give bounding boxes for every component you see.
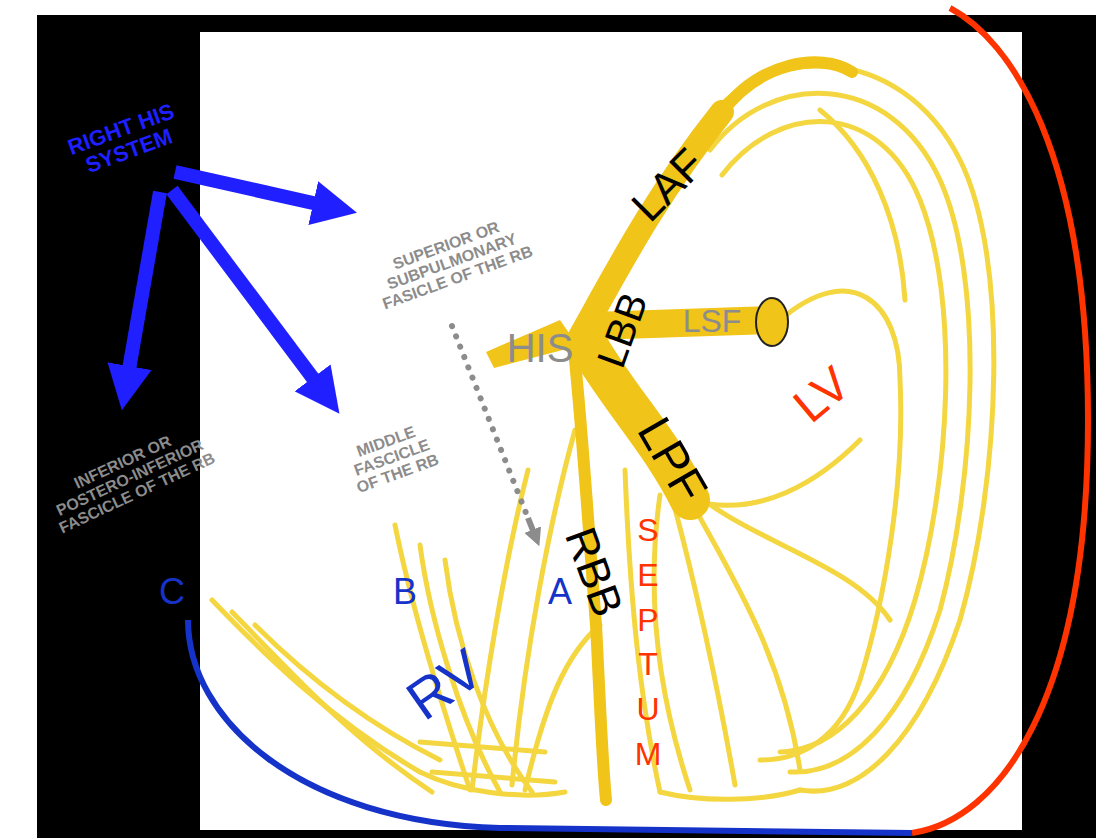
septum-label: SEPTUM	[632, 508, 664, 777]
fascicle-label: INFERIOR OR POSTERO-INFERIOR FASCICLE OF…	[33, 415, 226, 541]
bundle-label: LBB	[589, 287, 654, 372]
main-bundles	[486, 62, 852, 800]
bundle-label: LAF	[623, 140, 713, 230]
bundle-label: LPF	[628, 409, 716, 510]
fascicle-label: SUPERIOR OR SUBPULMONARY FASICLE OF THE …	[360, 208, 544, 316]
bundle-label: LSF	[683, 305, 742, 339]
rv-bracket	[188, 620, 912, 833]
black-frame	[37, 15, 1096, 838]
region-letter: B	[393, 573, 417, 611]
system-title: RIGHT HIS SYSTEM	[37, 89, 213, 191]
region-letter: A	[548, 573, 572, 611]
region-letter: C	[159, 573, 185, 611]
blue-arrows	[128, 172, 322, 385]
lv-bracket	[912, 8, 1088, 833]
chamber-label: LV	[785, 358, 860, 432]
chamber-label: RV	[397, 639, 494, 731]
fascicle-label: MIDDLE FASCICLE OF THE RB	[336, 417, 447, 499]
rv-fibers	[212, 430, 600, 795]
bundle-label: HIS	[507, 327, 574, 369]
white-panel	[200, 32, 1022, 830]
dotted-pointer-head	[528, 518, 534, 533]
